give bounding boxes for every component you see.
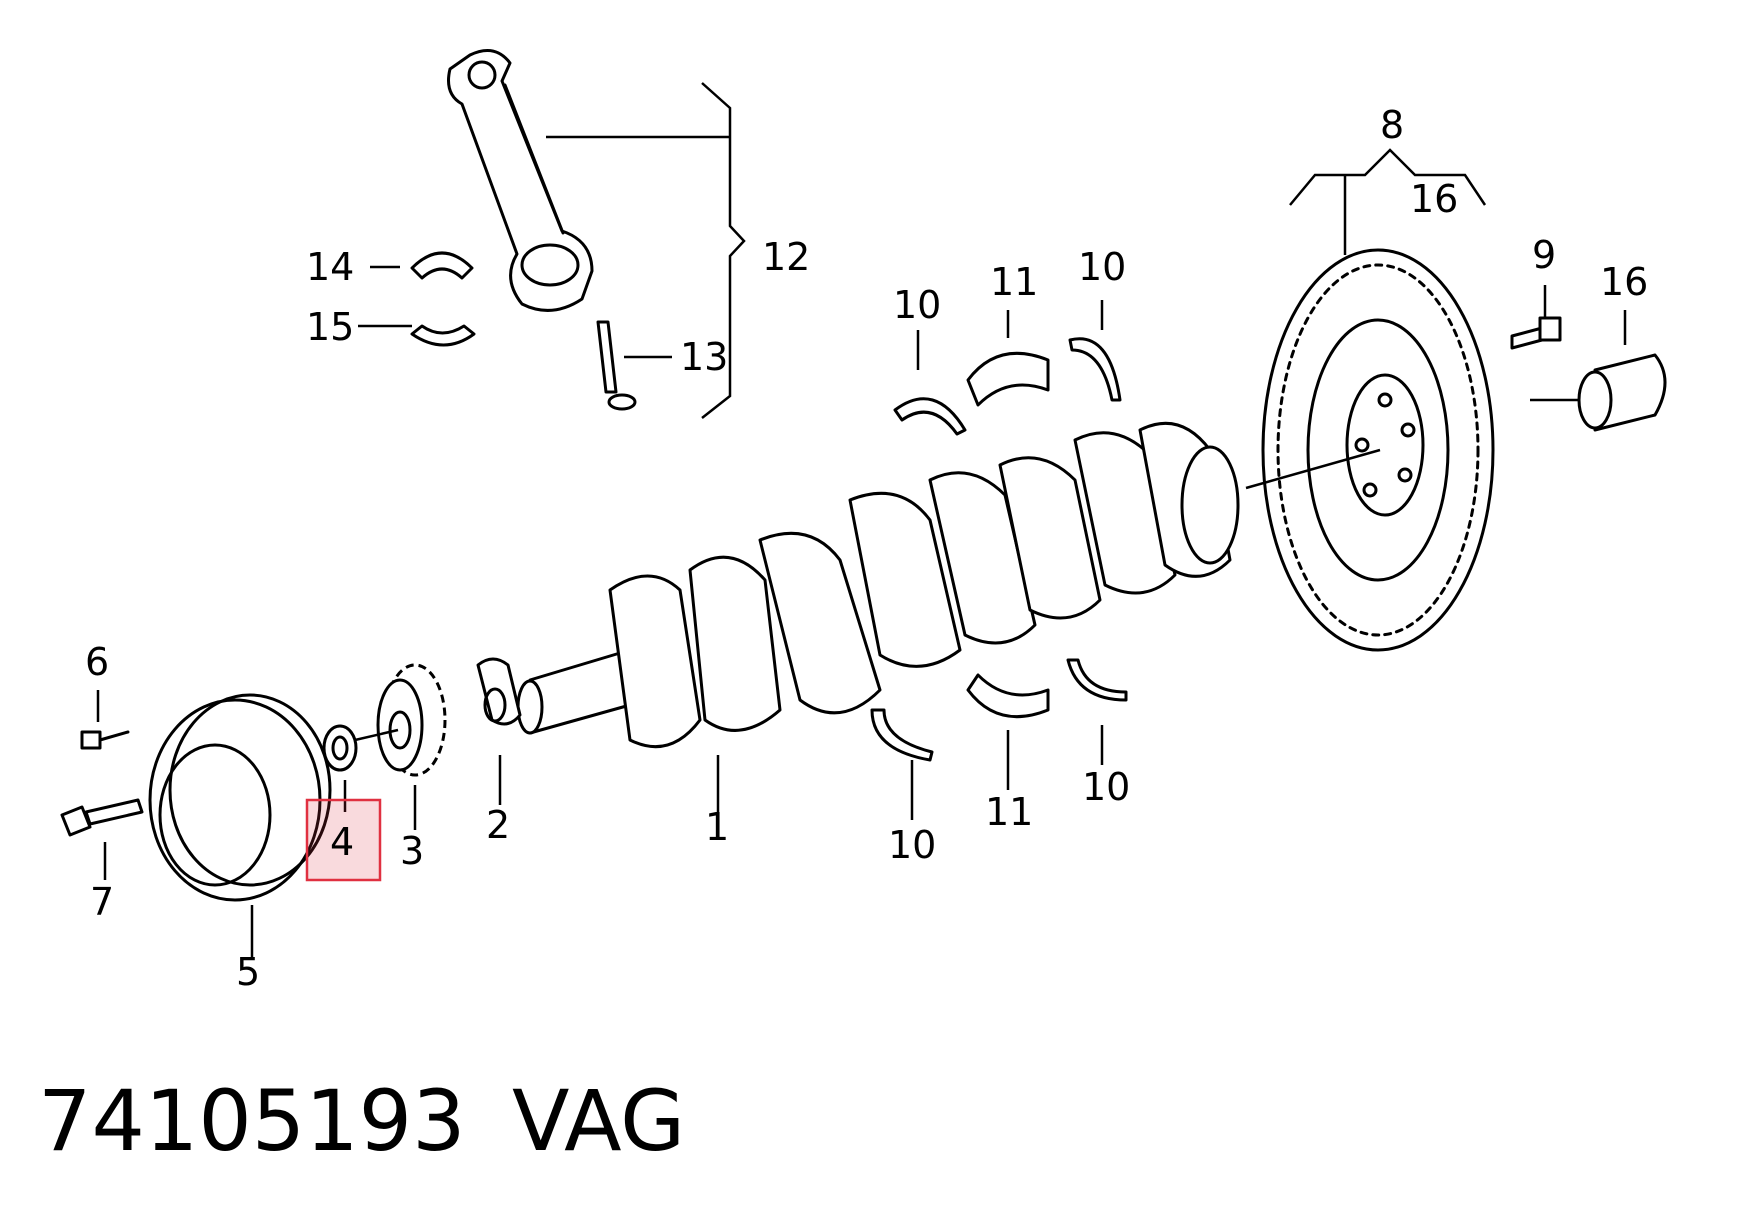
- pulley-bolt-6: [80, 730, 130, 750]
- callout-4: 4: [330, 820, 354, 864]
- bearing-shell-lower: [410, 324, 476, 347]
- callout-4-highlight: [305, 798, 382, 882]
- main-bearing-shell-11a: [966, 351, 1050, 407]
- callout-16a: 16: [1410, 177, 1458, 221]
- callout-10a: 10: [893, 283, 941, 327]
- timing-sprocket: [376, 663, 447, 777]
- callout-13: 13: [680, 335, 728, 379]
- thrust-washer-10a: [893, 397, 967, 436]
- callout-16b: 16: [1600, 260, 1648, 304]
- callout-5: 5: [236, 950, 260, 994]
- crank-sensor-ring: [476, 657, 522, 726]
- callout-12: 12: [762, 235, 810, 279]
- crankshaft: [516, 421, 1240, 749]
- thrust-washer-10c: [870, 708, 934, 762]
- callout-7: 7: [90, 880, 114, 924]
- callout-1: 1: [705, 805, 729, 849]
- pulley-bolt-7: [60, 798, 144, 837]
- callout-10d: 10: [1082, 765, 1130, 809]
- callout-14: 14: [306, 245, 354, 289]
- callout-9: 9: [1532, 233, 1556, 277]
- bracket-8: [1289, 148, 1487, 206]
- callout-11a: 11: [990, 260, 1038, 304]
- bracket-12: [701, 82, 746, 419]
- connecting-rod: [447, 49, 594, 312]
- callout-8: 8: [1380, 103, 1404, 147]
- part-number: 74105193: [38, 1072, 466, 1170]
- callout-3: 3: [400, 829, 424, 873]
- pilot-bushing: [1577, 353, 1667, 432]
- callout-6: 6: [85, 640, 109, 684]
- vibration-damper-pulley: [148, 693, 332, 902]
- washer: [322, 724, 358, 772]
- main-bearing-shell-11b: [966, 673, 1050, 719]
- thrust-washer-10b: [1068, 337, 1122, 402]
- callout-15: 15: [306, 305, 354, 349]
- callout-10b: 10: [1078, 245, 1126, 289]
- bearing-shell-upper: [410, 251, 474, 280]
- thrust-washer-10d: [1066, 658, 1128, 702]
- rod-bolt: [596, 320, 637, 411]
- callout-11b: 11: [985, 790, 1033, 834]
- brand-name: VAG: [512, 1072, 686, 1170]
- flywheel-bolt: [1510, 316, 1562, 350]
- callout-10c: 10: [888, 823, 936, 867]
- callout-2: 2: [486, 803, 510, 847]
